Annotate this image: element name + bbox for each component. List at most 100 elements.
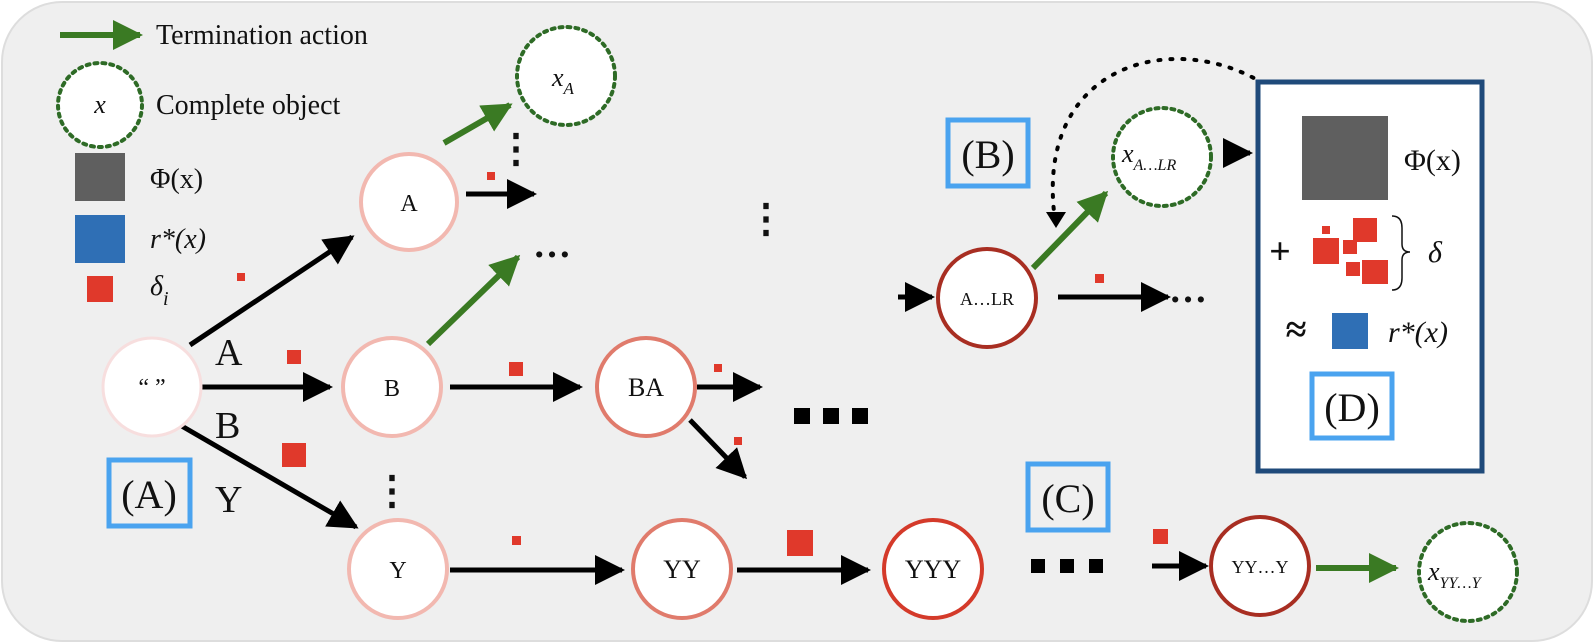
- ellipsis-dot: [823, 408, 839, 424]
- edge-root-a: [188, 234, 355, 348]
- node-y-label: Y: [389, 558, 406, 584]
- legend-termination-label: Termination action: [156, 20, 368, 51]
- node-b-label: B: [384, 376, 400, 402]
- feedback-arrow-head: [1046, 212, 1066, 228]
- ellipsis-horizontal: …: [1169, 269, 1207, 311]
- legend-phi-label: Φ(x): [150, 164, 203, 195]
- node-ba: [595, 336, 697, 438]
- delta-reward: [237, 273, 245, 281]
- panel-d-r-star-label: r*(x): [1388, 316, 1448, 349]
- panel-labels: (A) (B) (C): [106, 117, 1111, 533]
- ellipsis-dot: [794, 408, 810, 424]
- ellipsis-vertical: ⋮: [372, 468, 412, 513]
- delta-reward: [512, 536, 521, 545]
- edge-alr-xalr: [1030, 190, 1109, 271]
- node-yy-label: YY: [663, 555, 701, 584]
- node-root: [101, 336, 203, 438]
- edge-ba-down: [688, 418, 748, 480]
- delta-square: [1353, 218, 1377, 242]
- node-b: [341, 336, 443, 438]
- r-star-square-icon: [75, 215, 125, 263]
- object-x-a-lr-label: xA…LR: [1121, 139, 1176, 174]
- delta-square: [1313, 238, 1339, 264]
- node-yyy-label: YYY: [905, 555, 962, 584]
- delta-reward: [1153, 529, 1168, 544]
- node-yyy: [882, 518, 984, 620]
- state-nodes: “ ” A B BA Y YY YYY A…LR YY…Y: [101, 152, 1311, 620]
- delta-square-icon: [87, 276, 113, 302]
- object-x-a-label: xA: [551, 63, 575, 98]
- legend: Termination action x Complete object Φ(x…: [56, 20, 368, 310]
- panel-d-delta-cluster: [1313, 218, 1388, 284]
- panel-d-phi-label: Φ(x): [1404, 144, 1461, 177]
- termination-edges: [425, 102, 1399, 583]
- node-a: [359, 152, 459, 252]
- panel-d-delta-label: δ: [1428, 236, 1443, 269]
- panel-d-plus: +: [1269, 231, 1291, 273]
- edge-label-y: Y: [215, 479, 242, 521]
- panel-label-d: (D): [1324, 385, 1380, 430]
- edge-label-b: B: [215, 405, 240, 447]
- node-a-lr: [936, 247, 1038, 349]
- edge-a-xa: [442, 102, 513, 146]
- node-yy-y-label: YY…Y: [1232, 557, 1289, 577]
- object-x-yy-y: [1417, 521, 1519, 623]
- node-a-lr-label: A…LR: [960, 289, 1014, 309]
- node-y: [347, 518, 449, 620]
- ellipsis-dot: [1089, 559, 1103, 573]
- delta-reward: [787, 530, 813, 556]
- ellipses: ⋮ … ⋮ ⋮ …: [372, 126, 1207, 513]
- panel-label-a: (A): [121, 472, 177, 517]
- delta-rewards: [237, 172, 1168, 556]
- panel-d-r-star-square: [1332, 313, 1368, 349]
- delta-reward: [287, 350, 301, 364]
- legend-r-star-label: r*(x): [150, 224, 206, 255]
- complete-object-icon: [56, 61, 144, 149]
- panel-d-approx: ≈: [1286, 309, 1307, 351]
- panel-label-c-box: [1025, 461, 1111, 533]
- object-x-yy-y-label: xYY…Y: [1427, 557, 1483, 592]
- ellipsis-vertical: ⋮: [746, 196, 786, 241]
- ellipsis-big: [794, 408, 1103, 573]
- ellipsis-horizontal: …: [533, 224, 571, 266]
- ellipsis-dot: [1060, 559, 1074, 573]
- ellipsis-dot: [1031, 559, 1045, 573]
- legend-delta-label: δi: [150, 271, 169, 310]
- complete-objects: xA xA…LR xYY…Y: [515, 25, 1519, 623]
- panel-label-c: (C): [1041, 476, 1094, 521]
- delta-reward: [282, 443, 306, 467]
- delta-square: [1346, 262, 1360, 276]
- panel-d-brace: [1391, 215, 1411, 291]
- panel-d: Φ(x) + δ ≈ r*(x) (D): [1255, 79, 1485, 474]
- delta-reward: [487, 172, 495, 180]
- complete-object-symbol: x: [93, 90, 106, 119]
- panel-label-b: (B): [961, 132, 1014, 177]
- legend-complete-object-label: Complete object: [156, 90, 341, 121]
- edge-label-a: A: [215, 332, 243, 374]
- delta-square: [1362, 260, 1388, 284]
- delta-reward: [1095, 274, 1104, 283]
- node-ba-label: BA: [628, 373, 664, 402]
- delta-reward: [714, 364, 722, 372]
- edge-b-term: [425, 254, 521, 347]
- delta-reward: [509, 362, 523, 376]
- panel-label-a-box: [106, 457, 193, 529]
- delta-square: [1322, 226, 1330, 234]
- object-x-a: [515, 25, 617, 127]
- panel-label-b-box: [945, 117, 1031, 189]
- node-a-label: A: [400, 191, 418, 217]
- edges: [178, 138, 1253, 585]
- panel-d-phi-square: [1302, 116, 1388, 200]
- node-yy: [631, 518, 733, 620]
- delta-reward: [734, 437, 742, 445]
- object-x-a-lr: [1111, 106, 1213, 208]
- panel-label-d-box: [1309, 371, 1395, 441]
- node-yy-y: [1209, 515, 1311, 617]
- delta-square: [1343, 240, 1357, 254]
- phi-square-icon: [75, 153, 125, 201]
- node-root-label: “ ”: [138, 375, 165, 401]
- ellipsis-vertical: ⋮: [496, 126, 536, 171]
- edge-root-y: [178, 422, 359, 530]
- ellipsis-dot: [852, 408, 868, 424]
